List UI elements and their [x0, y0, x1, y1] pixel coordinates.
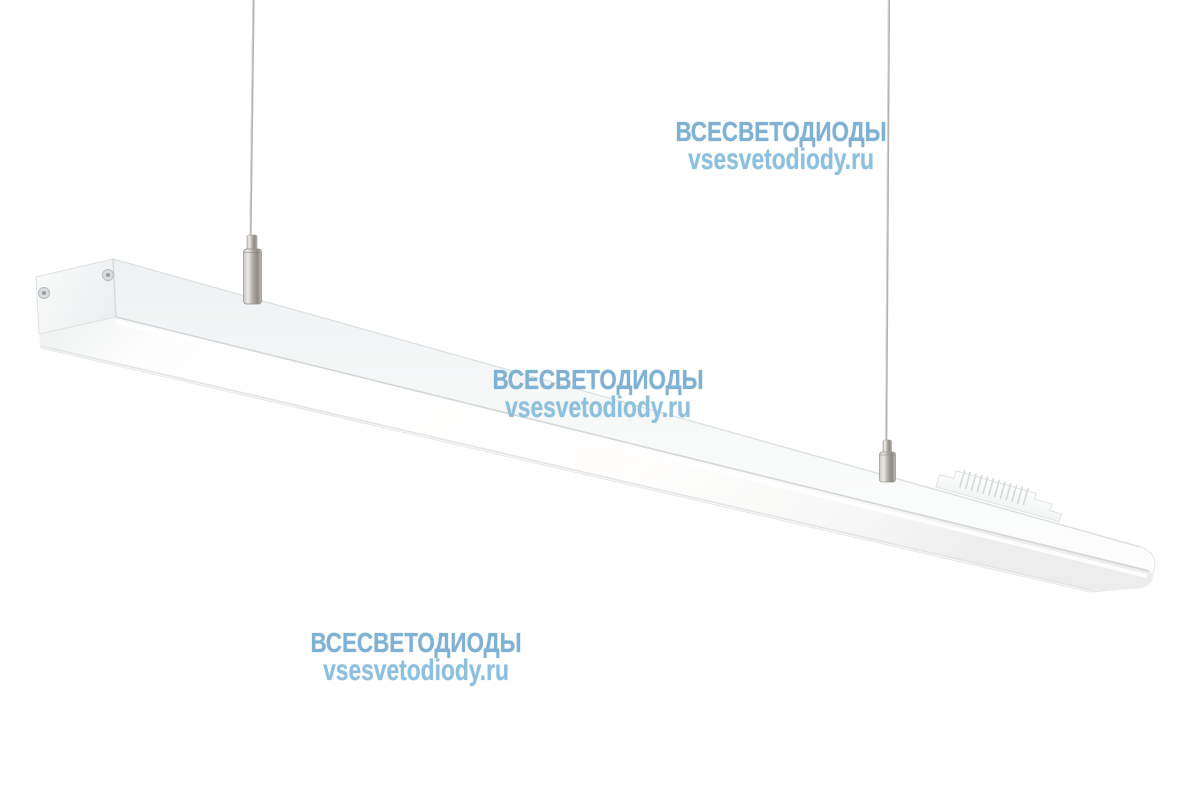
connector-box — [935, 469, 1063, 523]
diffuser-top-highlight — [116, 320, 1148, 578]
profile-separation-edge — [115, 316, 1150, 572]
luminaire-body — [35, 258, 1156, 593]
diffuser-bottom-edge — [40, 345, 1092, 591]
suspension-cable-left — [249, 0, 255, 237]
end-cap-corner-edge — [112, 258, 117, 318]
suspension-cable-right — [885, 0, 891, 443]
cable-gripper-right — [879, 439, 896, 483]
luminaire-top-face — [113, 259, 1152, 571]
cable-gripper-left — [243, 234, 262, 305]
end-cap-screw-left — [38, 287, 50, 299]
top-back-edge — [112, 258, 1141, 548]
luminaire-diffuser — [39, 317, 1153, 591]
end-cap-screw-right — [102, 269, 114, 281]
